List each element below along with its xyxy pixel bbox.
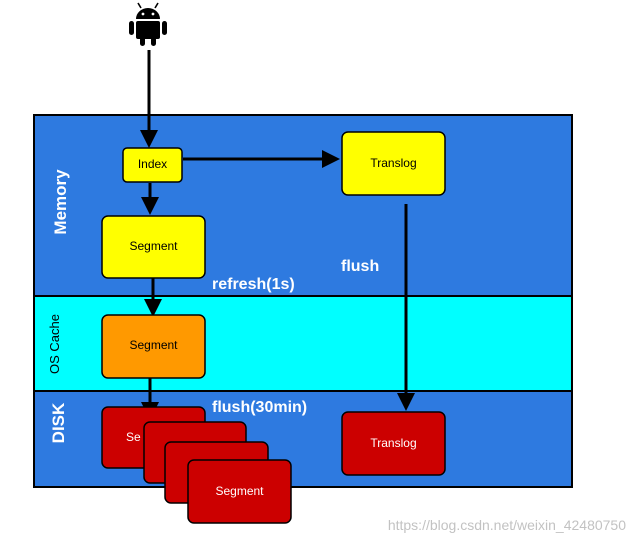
index-node-label: Index	[138, 157, 167, 171]
segment-memory-node	[101, 215, 206, 279]
android-robot-icon	[129, 2, 167, 46]
translog-disk-label: Translog	[370, 436, 416, 450]
memory-label: Memory	[51, 169, 70, 235]
flush-30min-label: flush(30min)	[212, 399, 307, 416]
disk-label: DISK	[49, 402, 68, 443]
translog-memory-node	[341, 131, 446, 196]
segment-os-cache-label: Segment	[129, 338, 178, 352]
flush-label: flush	[341, 258, 379, 275]
segment-disk-1-label: Se	[126, 430, 141, 444]
translog-disk-node	[341, 411, 446, 476]
translog-memory-label: Translog	[370, 156, 416, 170]
segment-memory-label: Segment	[129, 239, 178, 253]
segment-disk-4	[187, 459, 292, 524]
segment-os-cache-node	[101, 314, 206, 379]
index-node	[122, 147, 183, 183]
refresh-label: refresh(1s)	[212, 276, 295, 293]
os-cache-label: OS Cache	[47, 314, 62, 374]
segment-disk-4-label: Segment	[215, 484, 264, 498]
watermark: https://blog.csdn.net/weixin_42480750	[388, 517, 626, 533]
